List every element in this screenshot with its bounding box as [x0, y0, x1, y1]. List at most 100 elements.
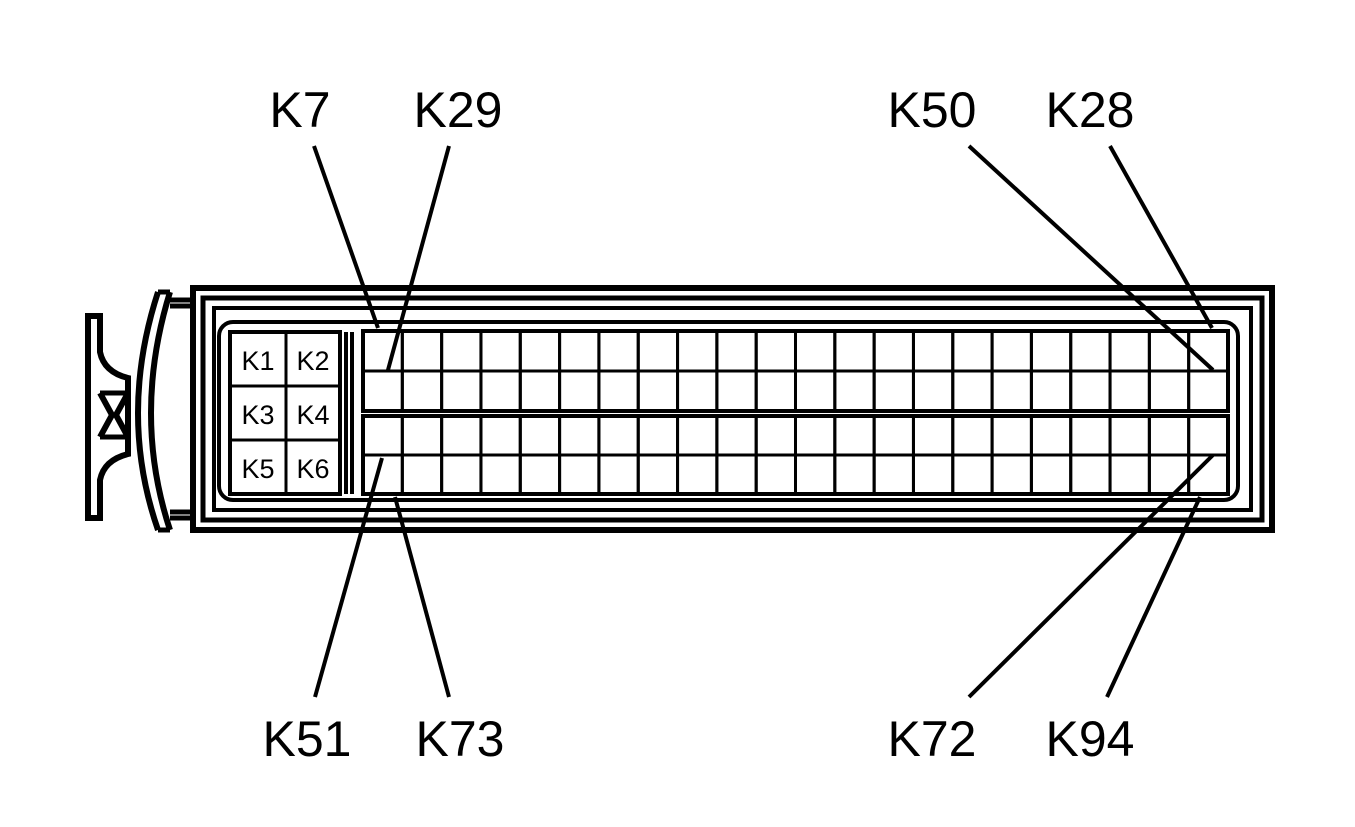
small-cavity-cell	[479, 329, 522, 373]
cavity-label-k1: K1	[241, 346, 274, 376]
small-cavity-cell	[1029, 329, 1073, 373]
small-cavity-cell	[715, 453, 758, 496]
small-cavity-cell	[990, 369, 1033, 413]
small-cavity-cell	[911, 414, 955, 457]
small-cavity-cell	[1029, 453, 1073, 496]
small-cavity-cell	[990, 414, 1033, 457]
callout-k28: K28	[1046, 82, 1135, 138]
callout-k94: K94	[1046, 711, 1135, 767]
small-cavity-cell	[990, 329, 1033, 373]
leader-line-k73	[393, 496, 451, 698]
small-cavity-cell	[676, 453, 719, 496]
small-cavity-cell	[833, 329, 876, 373]
cavity-label-k6: K6	[296, 454, 329, 484]
cavity-label-k5: K5	[241, 454, 274, 484]
small-cavity-cell	[440, 453, 483, 496]
small-cavity-cell	[1029, 414, 1073, 457]
small-cavity-cell	[1147, 414, 1191, 457]
callout-k7: K7	[269, 82, 330, 138]
small-cavity-cell	[833, 453, 876, 496]
small-cavity-cell	[951, 414, 994, 457]
connector-latch	[85, 289, 195, 533]
small-cavity-cell	[833, 369, 876, 413]
small-cavity-cell	[794, 453, 837, 496]
small-cavity-cell	[400, 453, 444, 496]
small-cavity-cell	[597, 369, 640, 413]
small-cavity-cell	[518, 414, 562, 457]
small-cavity-cell	[440, 329, 483, 373]
cavity-label-k3: K3	[241, 400, 274, 430]
large-cavity-block: K1 K2 K3 K4 K5 K6	[228, 330, 354, 496]
small-cavity-cell	[597, 414, 640, 457]
small-cavity-cell	[872, 369, 915, 413]
cavity-label-k4: K4	[296, 400, 329, 430]
small-cavity-cell	[1147, 453, 1191, 496]
small-cavity-cell	[951, 329, 994, 373]
small-cavity-cell	[990, 453, 1033, 496]
small-cavity-cell	[754, 453, 797, 496]
leader-line-k94	[1105, 496, 1202, 698]
small-cavity-cell	[951, 369, 994, 413]
callout-k50: K50	[888, 82, 977, 138]
small-cavity-cell	[518, 329, 562, 373]
small-cavity-cell	[1147, 329, 1191, 373]
small-cavity-cell	[1108, 329, 1151, 373]
small-cavity-cell	[558, 414, 601, 457]
small-cavity-cell	[715, 414, 758, 457]
small-cavity-cell	[872, 329, 915, 373]
small-cavity-cell	[636, 369, 680, 413]
small-cavity-cell	[518, 369, 562, 413]
small-cavity-cell	[518, 453, 562, 496]
small-cavity-cell	[911, 329, 955, 373]
small-cavity-cell	[1147, 369, 1191, 413]
small-cavity-cell	[754, 414, 797, 457]
small-cavity-cell	[1187, 414, 1230, 457]
small-cavity-cell	[715, 329, 758, 373]
small-cavity-cell	[636, 329, 680, 373]
callout-k51: K51	[263, 711, 352, 767]
leader-line-k72	[967, 453, 1215, 699]
small-cavity-cell	[715, 369, 758, 413]
small-cavity-cell	[597, 453, 640, 496]
callout-k29: K29	[414, 82, 503, 138]
small-cavity-cell	[1108, 414, 1151, 457]
small-cavity-cell	[440, 414, 483, 457]
small-cavity-cell	[440, 369, 483, 413]
small-cavity-cell	[636, 414, 680, 457]
small-cavity-cell	[794, 369, 837, 413]
small-cavity-cell	[1187, 369, 1230, 413]
upper-cavity-block	[361, 329, 1230, 413]
small-cavity-cell	[1108, 453, 1151, 496]
small-cavity-cell	[676, 414, 719, 457]
small-cavity-cell	[1069, 453, 1112, 496]
small-cavity-cell	[597, 329, 640, 373]
small-cavity-cell	[676, 329, 719, 373]
small-cavity-cell	[361, 414, 404, 457]
leader-line-k29	[386, 145, 451, 371]
small-cavity-cell	[951, 453, 994, 496]
small-cavity-cell	[754, 369, 797, 413]
small-cavity-cell	[1029, 369, 1073, 413]
callout-k73: K73	[416, 711, 505, 767]
small-cavity-cell	[794, 329, 837, 373]
small-cavity-cell	[872, 453, 915, 496]
small-cavity-grid	[361, 329, 1230, 496]
small-cavity-cell	[676, 369, 719, 413]
small-cavity-cell	[911, 453, 955, 496]
small-cavity-cell	[479, 369, 522, 413]
leader-line-k7	[312, 145, 380, 329]
small-cavity-cell	[479, 414, 522, 457]
small-cavity-cell	[1069, 369, 1112, 413]
small-cavity-cell	[794, 414, 837, 457]
small-cavity-cell	[636, 453, 680, 496]
cavity-label-k2: K2	[296, 346, 329, 376]
leader-line-k50	[967, 144, 1215, 372]
small-cavity-cell	[400, 414, 444, 457]
small-cavity-cell	[1069, 414, 1112, 457]
small-cavity-cell	[1069, 329, 1112, 373]
small-cavity-cell	[911, 369, 955, 413]
small-cavity-cell	[1108, 369, 1151, 413]
leader-line-k51	[313, 457, 384, 698]
small-cavity-cell	[400, 369, 444, 413]
